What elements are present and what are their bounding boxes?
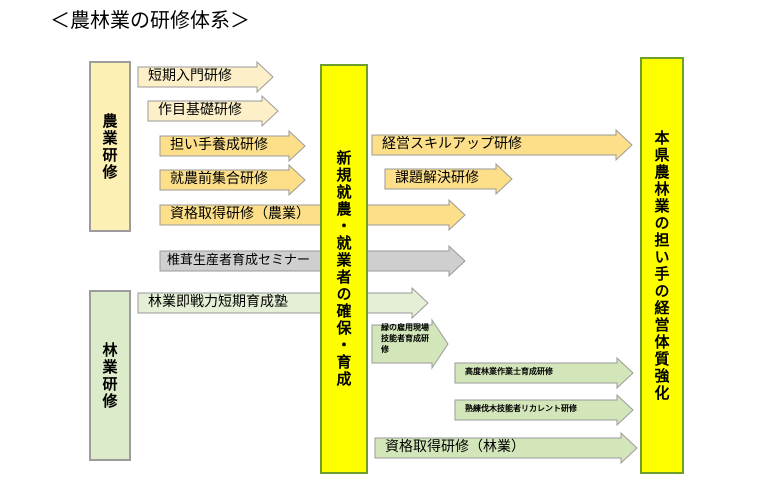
program-arrow-5 <box>159 244 466 278</box>
program-label-1: 作目基礎研修 <box>158 102 242 118</box>
right-goal-bar: 本県農林業の担い手の経営体質強化 <box>640 57 684 474</box>
program-arrow-1 <box>147 94 279 128</box>
page-title: ＜農林業の研修体系＞ <box>50 8 250 32</box>
program-arrow-10 <box>454 356 634 390</box>
program-label-11: 熟練伐木技能者リカレント研修 <box>465 404 577 413</box>
program-arrow-7 <box>371 128 633 162</box>
program-label-5: 椎茸生産者育成セミナー <box>167 252 311 268</box>
forestry-training-box: 林業研修 <box>89 290 131 461</box>
program-arrow-4 <box>159 198 466 232</box>
program-label-8: 課題解決研修 <box>395 170 479 186</box>
center-goal-bar: 新規就農・就業者の確保・育成 <box>320 64 368 474</box>
program-arrow-12 <box>374 431 638 465</box>
program-arrow-11 <box>454 393 634 427</box>
agriculture-training-box: 農業研修 <box>89 61 131 232</box>
program-arrow-9 <box>371 318 449 370</box>
program-label-6: 林業即戦力短期育成塾 <box>148 294 288 310</box>
program-arrow-0 <box>137 60 274 94</box>
program-arrow-3 <box>159 163 306 197</box>
program-label-0: 短期入門研修 <box>148 68 232 84</box>
program-label-7: 経営スキルアップ研修 <box>382 136 522 152</box>
program-label-4: 資格取得研修（農業） <box>170 206 310 222</box>
program-label-10: 高度林業作業士育成研修 <box>465 367 553 376</box>
program-label-3: 就農前集合研修 <box>170 171 268 187</box>
program-arrow-2 <box>159 129 306 163</box>
program-arrow-8 <box>384 162 513 196</box>
program-label-9: 緑の雇用現場技能者育成研修 <box>381 323 429 354</box>
program-label-2: 担い手養成研修 <box>170 137 268 153</box>
program-label-12: 資格取得研修（林業） <box>385 439 525 455</box>
